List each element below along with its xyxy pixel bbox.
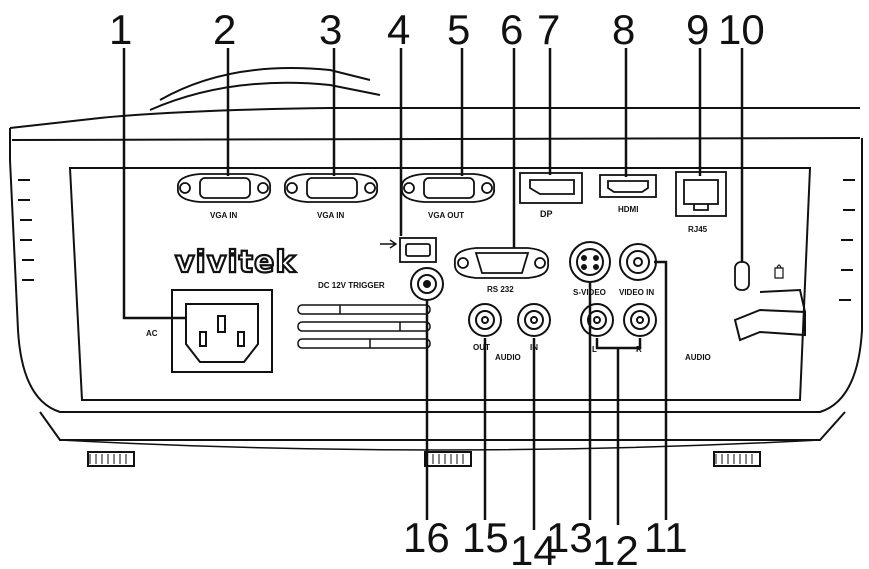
video-in-port [619, 243, 657, 281]
callout-10: 10 [718, 6, 765, 53]
ac-power-inlet [171, 289, 273, 373]
dc-trigger-port [410, 267, 444, 301]
dc-trigger-label: DC 12V TRIGGER [318, 281, 385, 290]
callout-1: 1 [109, 6, 132, 53]
audio-l-port [580, 303, 614, 337]
callout-7: 7 [537, 6, 560, 53]
displayport-label: DP [540, 209, 553, 219]
callout-11: 11 [644, 514, 688, 561]
audio-out-label: OUT [473, 343, 490, 352]
audio-right-label: AUDIO [685, 353, 711, 362]
audio-out-port [468, 303, 502, 337]
video-in-label: VIDEO IN [619, 288, 654, 297]
callout-3: 3 [319, 6, 342, 53]
projector-body [9, 67, 863, 467]
callout-15: 15 [462, 514, 509, 561]
callout-16: 16 [403, 514, 450, 561]
vga-out-port [401, 173, 496, 203]
audio-in-port [517, 303, 551, 337]
callout-2: 2 [213, 6, 236, 53]
callout-5: 5 [447, 6, 470, 53]
rs232-port [453, 247, 550, 279]
brand-logo: vivitek [175, 245, 296, 280]
callout-12: 12 [592, 527, 639, 569]
svideo-port [569, 241, 611, 283]
rj45-label: RJ45 [688, 225, 708, 234]
audio-r-port [623, 303, 657, 337]
audio-right-channel-label: R [636, 345, 642, 354]
vga-out-label: VGA OUT [428, 211, 464, 220]
hdmi-label: HDMI [618, 205, 638, 214]
kensington-lock-slot [734, 261, 784, 291]
callout-13: 13 [546, 514, 593, 561]
callout-6: 6 [500, 6, 523, 53]
usb-port [380, 237, 437, 263]
callout-9: 9 [686, 6, 709, 53]
rj45-port [675, 171, 727, 217]
callout-14: 14 [510, 527, 557, 569]
callout-numbers: 1 2 3 4 5 6 7 8 9 10 11 12 13 14 15 16 [109, 6, 765, 569]
vga-in-1-label: VGA IN [210, 211, 237, 220]
cable-clip [733, 288, 806, 342]
callout-leader-lines [122, 48, 744, 530]
audio-center-label: AUDIO [495, 353, 521, 362]
vga-in-2-port [284, 173, 379, 203]
displayport-port [519, 172, 583, 204]
vga-in-2-label: VGA IN [317, 211, 344, 220]
callout-8: 8 [612, 6, 635, 53]
ac-label: AC [146, 329, 158, 338]
hdmi-port [599, 174, 657, 198]
vent-slots [297, 304, 431, 349]
rs232-label: RS 232 [487, 285, 514, 294]
vga-in-1-port [177, 173, 272, 203]
callout-4: 4 [387, 6, 410, 53]
audio-left-channel-label: L [592, 345, 597, 354]
